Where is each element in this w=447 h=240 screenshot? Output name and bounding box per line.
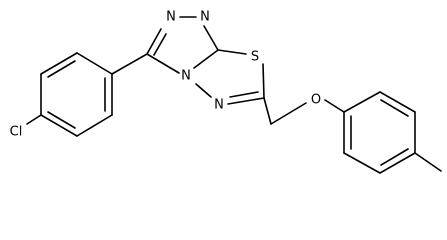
bond-n4-c3 bbox=[146, 53, 180, 74]
bonds bbox=[26, 16, 442, 174]
atom-label-n2: N bbox=[200, 10, 210, 25]
ring1-bond-6 bbox=[76, 52, 113, 75]
bond-s-c6 bbox=[262, 63, 265, 99]
bond-c6-n5-double bbox=[229, 91, 259, 98]
bond-c-cl bbox=[26, 114, 42, 125]
bond-n5-n4 bbox=[195, 83, 212, 98]
ring1-bond-3 bbox=[40, 114, 78, 137]
bond-c6-ch2 bbox=[263, 97, 272, 125]
atom-label-s: S bbox=[251, 50, 259, 65]
ring1-bond-5 bbox=[40, 52, 78, 75]
ring2-bond-2 bbox=[379, 91, 416, 113]
atom-label-o: O bbox=[311, 93, 321, 108]
bond-c3-aryl bbox=[111, 53, 148, 75]
ring2-bond-2-inner bbox=[380, 99, 409, 117]
ring1-bond-5-inner bbox=[47, 60, 76, 78]
bond-c6-n5 bbox=[227, 97, 265, 105]
bond-c3-n1 bbox=[146, 28, 162, 55]
atom-label-n4: N bbox=[181, 69, 191, 84]
ring1-bond-3-inner bbox=[47, 111, 76, 129]
ring1-bond-2 bbox=[76, 114, 113, 137]
ring2-bond-4 bbox=[379, 152, 416, 174]
atom-label-cl: Cl bbox=[10, 125, 23, 140]
bond-c7a-s bbox=[217, 49, 247, 55]
bond-o-aryl bbox=[324, 99, 345, 113]
bond-aryl-methyl bbox=[414, 152, 442, 172]
molecule-canvas: N N S N N O Cl bbox=[9, 9, 442, 174]
bond-n2-c7a bbox=[203, 25, 219, 51]
bond-ch2-o bbox=[270, 102, 307, 125]
bond-c3-n1-double bbox=[153, 33, 167, 56]
ring2-bond-5 bbox=[343, 152, 381, 174]
atom-labels: N N S N N O Cl bbox=[10, 10, 321, 140]
ring2-bond-4-inner bbox=[380, 148, 409, 166]
atom-label-n1: N bbox=[166, 10, 176, 25]
atom-label-n5: N bbox=[214, 98, 224, 113]
bond-c7a-n4 bbox=[193, 49, 219, 69]
ring2-bond-1 bbox=[343, 91, 381, 113]
molecule-drawing: N N S N N O Cl bbox=[10, 10, 442, 174]
